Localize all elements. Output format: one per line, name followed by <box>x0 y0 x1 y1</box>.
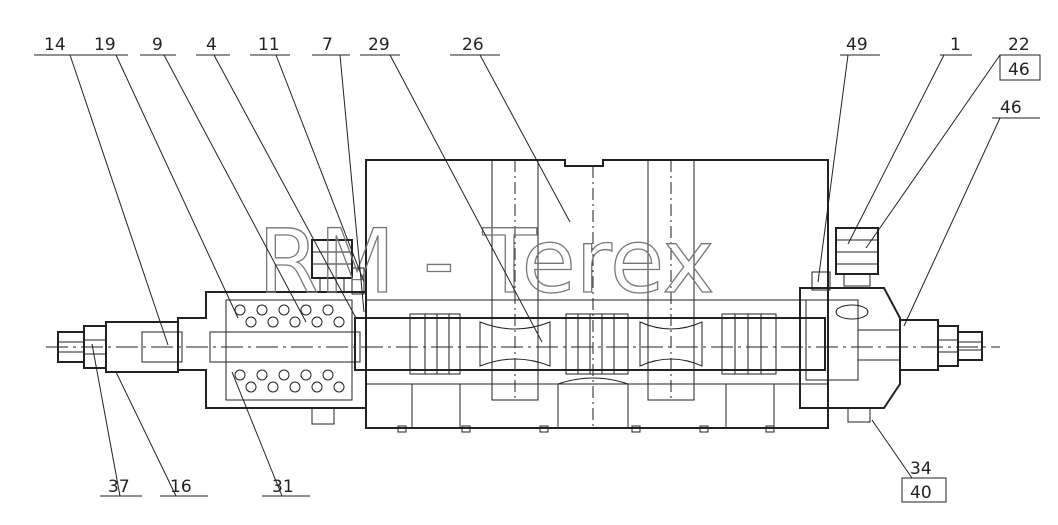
callout-34: 34 <box>910 459 932 479</box>
leader-lines <box>34 54 1040 346</box>
callout-7: 7 <box>322 35 333 55</box>
callout-box-top-right <box>999 54 1041 81</box>
valve-body <box>365 159 829 433</box>
spool <box>354 313 826 375</box>
callout-4: 4 <box>206 35 217 55</box>
callout-31: 31 <box>272 477 294 497</box>
callout-22: 22 <box>1008 35 1030 55</box>
left-fitting <box>311 239 365 295</box>
callout-46: 46 <box>1000 98 1022 118</box>
callout-16: 16 <box>170 477 192 497</box>
right-plug <box>857 319 983 371</box>
callout-11: 11 <box>258 35 280 55</box>
right-end-cap <box>799 287 901 423</box>
callout-9: 9 <box>152 35 163 55</box>
callout-1: 1 <box>950 35 961 55</box>
callout-37: 37 <box>108 477 130 497</box>
callout-49: 49 <box>846 35 868 55</box>
callout-29: 29 <box>368 35 390 55</box>
leader-lines-bottom <box>91 343 947 503</box>
left-end-cap <box>177 291 367 425</box>
callout-40: 40 <box>910 483 932 503</box>
watermark: RM - Terex <box>258 210 715 313</box>
callout-19: 19 <box>94 35 116 55</box>
callout-26: 26 <box>462 35 484 55</box>
callout-46-boxed: 46 <box>1008 60 1030 80</box>
callout-labels: 14 19 9 4 11 7 29 26 49 1 22 46 46 37 16… <box>44 35 1030 503</box>
right-fitting <box>811 227 879 291</box>
callout-14: 14 <box>44 35 66 55</box>
